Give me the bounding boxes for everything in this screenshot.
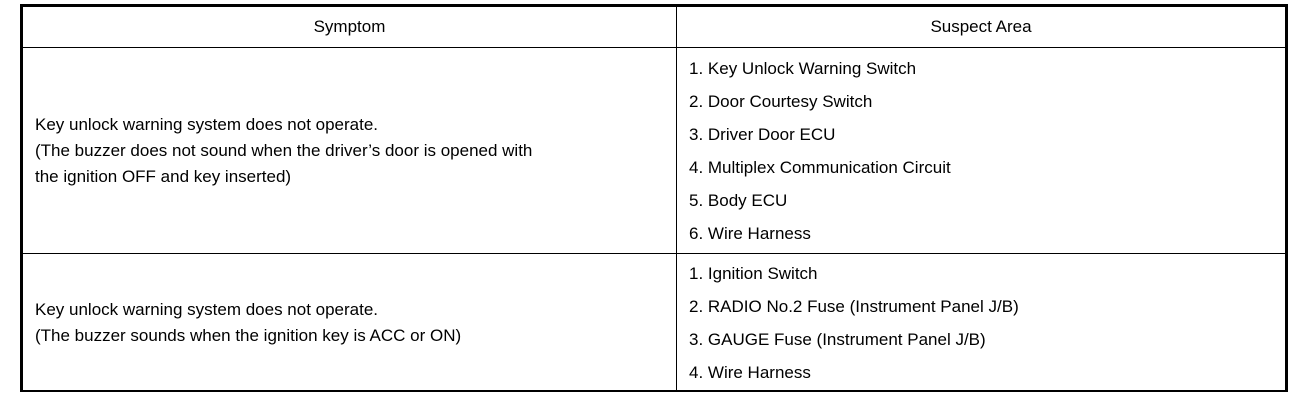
symptom-line: (The buzzer sounds when the ignition key… — [35, 325, 462, 345]
list-item: 2. Door Courtesy Switch — [689, 91, 873, 111]
list-item: 1. Ignition Switch — [689, 263, 818, 283]
list-item: 4. Wire Harness — [689, 362, 811, 382]
symptom-cell: Key unlock warning system does not opera… — [22, 253, 677, 392]
suspect-area-cell: 1. Key Unlock Warning Switch 2. Door Cou… — [676, 47, 1286, 254]
list-item: 2. RADIO No.2 Fuse (Instrument Panel J/B… — [689, 296, 1019, 316]
suspect-area-list: 1. Ignition Switch 2. RADIO No.2 Fuse (I… — [689, 257, 1285, 389]
symptom-line: Key unlock warning system does not opera… — [35, 299, 379, 319]
troubleshooting-table: Symptom Suspect Area Key unlock warning … — [22, 6, 1286, 392]
list-item: 3. Driver Door ECU — [689, 124, 836, 144]
list-item: 1. Key Unlock Warning Switch — [689, 58, 917, 78]
symptom-line: (The buzzer does not sound when the driv… — [35, 140, 533, 160]
table-header-row: Symptom Suspect Area — [22, 6, 1286, 48]
suspect-area-column-header: Suspect Area — [676, 6, 1286, 48]
list-item: 5. Body ECU — [689, 190, 788, 210]
table-row: Key unlock warning system does not opera… — [22, 47, 1286, 254]
symptom-column-header: Symptom — [22, 6, 677, 48]
table-row: Key unlock warning system does not opera… — [22, 253, 1286, 392]
symptom-line: Key unlock warning system does not opera… — [35, 114, 379, 134]
list-item: 3. GAUGE Fuse (Instrument Panel J/B) — [689, 329, 986, 349]
list-item: 6. Wire Harness — [689, 223, 811, 243]
suspect-area-list: 1. Key Unlock Warning Switch 2. Door Cou… — [689, 52, 1285, 250]
troubleshooting-table-frame: Symptom Suspect Area Key unlock warning … — [20, 4, 1288, 392]
suspect-area-cell: 1. Ignition Switch 2. RADIO No.2 Fuse (I… — [676, 253, 1286, 392]
symptom-line: the ignition OFF and key inserted) — [35, 166, 292, 186]
list-item: 4. Multiplex Communication Circuit — [689, 157, 951, 177]
symptom-cell: Key unlock warning system does not opera… — [22, 47, 677, 254]
